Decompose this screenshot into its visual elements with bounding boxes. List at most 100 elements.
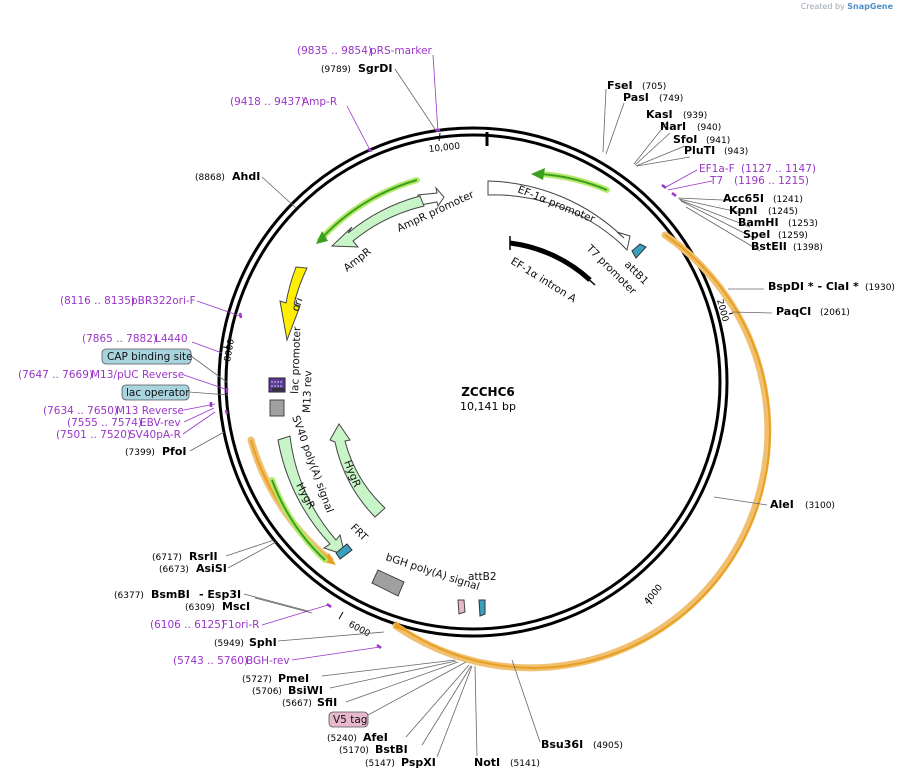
enzyme-pos: (5667) (282, 699, 312, 709)
features: EF-1α promoter attB1 T7 promoter EF-1α i… (268, 180, 651, 617)
feature-label: AmpR (341, 246, 373, 275)
enzyme-pos: (9789) (321, 65, 351, 75)
enzyme-name: MscI (222, 600, 250, 613)
enzyme-labels: FseI (705) PasI (749) KasI (939) NarI (9… (114, 62, 895, 769)
primer-labels: pRS-marker (9835 .. 9854) Amp-R (9418 ..… (18, 45, 816, 667)
tick-label: 10,000 (428, 142, 461, 155)
primer-range: (9835 .. 9854) (297, 45, 372, 57)
primer-leaders (182, 54, 713, 661)
primer-range: (7501 .. 7520) (56, 429, 131, 441)
enzyme-name: PaqCI (776, 305, 811, 318)
enzyme-pos: (6717) (152, 553, 182, 563)
enzyme-name: KasI (646, 108, 673, 121)
enzyme-pos: (941) (706, 136, 730, 146)
primer-name: L4440 (155, 333, 188, 345)
primer-name: F1ori-R (222, 619, 259, 631)
enzyme-pos: (5949) (214, 639, 244, 649)
enzyme-name: BsmBI (151, 588, 190, 601)
enzyme-pos: (1253) (788, 219, 818, 229)
enzyme-name: SphI (249, 636, 277, 649)
enzyme-name: KpnI (729, 204, 757, 217)
enzyme-name: BsiWI (288, 684, 323, 697)
plasmid-name: ZCCHC6 (461, 385, 515, 399)
enzyme-pos: (1245) (768, 207, 798, 217)
insert-arrowhead (394, 621, 408, 632)
enzyme-pos: (8868) (195, 173, 225, 183)
enzyme-name: PmeI (278, 672, 309, 685)
v5-tag-box (328, 711, 369, 728)
enzyme-name: BamHI (738, 216, 779, 229)
primer-name: Amp-R (302, 96, 337, 108)
enzyme-name: PluTI (684, 144, 715, 157)
lac-operator-box (121, 384, 190, 401)
enzyme-name: - Esp3I (199, 588, 241, 601)
box-label: CAP binding site (107, 351, 193, 363)
enzyme-name: BstEII (751, 240, 787, 253)
enzyme-name: RsrII (189, 550, 218, 563)
enzyme-leaders (189, 68, 773, 758)
attb2-feature (478, 599, 486, 617)
feature-label: attB2 (468, 571, 497, 583)
ef1a-promoter-feature (487, 180, 631, 252)
feature-label: ori (290, 296, 306, 313)
enzyme-name: BspDI * - ClaI * (768, 280, 859, 293)
box-label: lac operator (126, 387, 190, 399)
primer-name: pBR322ori-F (131, 295, 196, 307)
credit-prefix: Created by (800, 2, 845, 11)
enzyme-name: Bsu36I (541, 738, 583, 751)
green-highlights (269, 168, 610, 563)
enzyme-name: BstBI (375, 743, 408, 756)
enzyme-name: AhdI (232, 170, 260, 183)
snapgene-logo: SnapGene (847, 2, 893, 11)
ampr-feature (330, 195, 425, 248)
sv40-polya-feature (269, 399, 285, 417)
enzyme-name: AsiSI (196, 562, 227, 575)
enzyme-pos: (5147) (365, 759, 395, 769)
enzyme-pos: (943) (724, 147, 748, 157)
cap-binding-site-box (101, 348, 192, 365)
enzyme-pos: (939) (683, 111, 707, 121)
primer-name: pRS-marker (370, 45, 433, 57)
primer-range: (9418 .. 9437) (230, 96, 305, 108)
bgh-polya-feature (371, 569, 405, 597)
primer-marks (209, 128, 677, 649)
enzyme-pos: (1259) (778, 231, 808, 241)
enzyme-pos: (705) (642, 82, 666, 92)
enzyme-pos: (5170) (339, 746, 369, 756)
frt-feature (335, 543, 353, 560)
hygr-feature (329, 423, 386, 518)
primer-name: EBV-rev (140, 417, 181, 429)
enzyme-pos: (5706) (252, 687, 282, 697)
feature-label: M13 rev (301, 370, 314, 413)
enzyme-name: SgrDI (358, 62, 392, 75)
primer-name: BGH-rev (246, 655, 290, 667)
enzyme-pos: (4905) (593, 741, 623, 751)
enzyme-name: AleI (770, 498, 794, 511)
snapgene-credit: Created by SnapGene (801, 2, 893, 11)
primer-range: (6106 .. 6125) (150, 619, 225, 631)
enzyme-pos: (5240) (327, 734, 357, 744)
enzyme-name: SpeI (743, 228, 770, 241)
enzyme-name: PspXI (401, 756, 436, 769)
enzyme-name: NotI (474, 756, 500, 769)
feature-label: lac promoter (289, 326, 303, 394)
feature-label: EF-1α promoter (516, 184, 597, 226)
primer-name: EF1a-F (699, 163, 735, 175)
enzyme-pos: (6309) (185, 603, 215, 613)
enzyme-pos: (6377) (114, 591, 144, 601)
tick-label: 8000 (223, 338, 237, 363)
enzyme-pos: (3100) (805, 501, 835, 511)
enzyme-pos: (1930) (865, 283, 895, 293)
tick-label: 4000 (643, 583, 666, 607)
primer-range: (8116 .. 8135) (60, 295, 135, 307)
enzyme-pos: (6673) (159, 565, 189, 575)
ori-feature (279, 266, 308, 342)
feature-label: HygR (341, 459, 363, 490)
ef1a-intron-feature (509, 240, 592, 282)
enzyme-pos: (1241) (773, 195, 803, 205)
enzyme-pos: (1398) (793, 243, 823, 253)
primer-range: (1196 .. 1215) (734, 175, 809, 187)
primer-name: M13/pUC Reverse (91, 369, 184, 381)
insert-orf (392, 231, 772, 672)
